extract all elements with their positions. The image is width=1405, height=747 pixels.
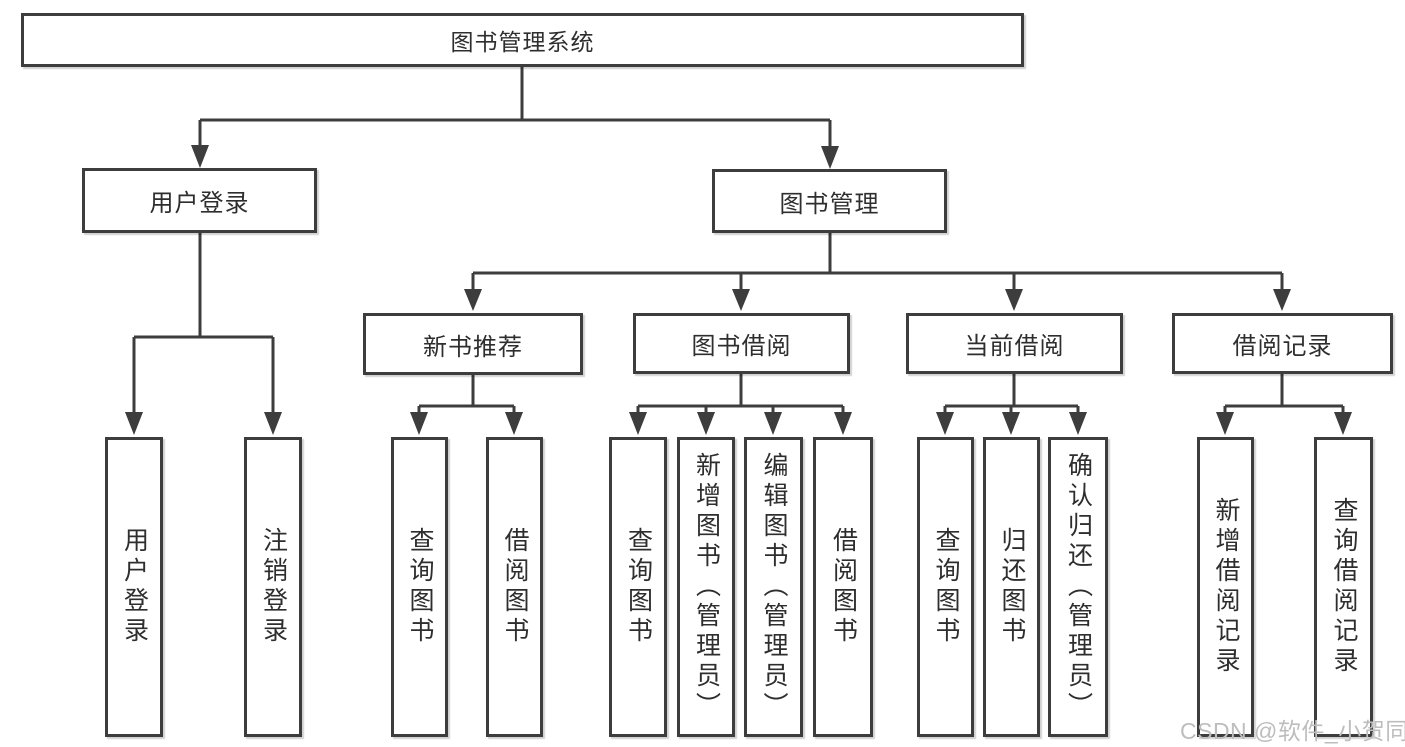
leaf-query-books-borrow: 查询图书 <box>609 437 667 737</box>
leaf-borrow-books-borrow: 借阅图书 <box>813 437 873 737</box>
node-user-login-label: 用户登录 <box>149 190 250 217</box>
leaf-return-book: 归还图书 <box>983 437 1040 737</box>
connector-borrow-records-branch <box>1216 374 1352 435</box>
node-current-borrow: 当前借阅 <box>906 313 1123 374</box>
node-book-management: 图书管理 <box>712 169 947 233</box>
node-book-borrow: 图书借阅 <box>633 313 850 374</box>
leaf-query-borrow-record: 查询借阅记录 <box>1314 437 1373 737</box>
node-current-borrow-label: 当前借阅 <box>964 333 1065 360</box>
node-root-label: 图书管理系统 <box>450 29 595 55</box>
node-borrow-records: 借阅记录 <box>1172 313 1393 374</box>
node-book-borrow-label: 图书借阅 <box>691 333 792 360</box>
node-user-login: 用户登录 <box>82 168 317 233</box>
connector-new-book-recommend-branch <box>410 375 523 435</box>
leaf-query-books-current: 查询图书 <box>917 437 974 737</box>
leaf-confirm-return-admin: 确认归还（管理员） <box>1048 437 1108 737</box>
connector-current-borrow-branch <box>936 374 1087 435</box>
leaf-query-books-recommend: 查询图书 <box>391 437 448 737</box>
node-book-management-label: 图书管理 <box>779 190 880 218</box>
node-borrow-records-label: 借阅记录 <box>1232 333 1333 360</box>
leaf-user-login: 用户登录 <box>105 437 163 737</box>
connector-book-management-branch <box>464 233 1291 311</box>
leaf-logout: 注销登录 <box>244 437 302 737</box>
connector-user-login-branch <box>125 233 282 435</box>
node-new-book-recommend-label: 新书推荐 <box>423 333 523 361</box>
connector-book-borrow-branch <box>629 374 852 435</box>
leaf-add-book-admin: 新增图书（管理员） <box>677 437 735 737</box>
node-new-book-recommend: 新书推荐 <box>363 313 583 375</box>
node-root: 图书管理系统 <box>21 13 1024 67</box>
watermark: CSDN @软件_小贺同学 <box>1180 718 1405 744</box>
leaf-edit-book-admin: 编辑图书（管理员） <box>744 437 803 737</box>
leaf-add-borrow-record: 新增借阅记录 <box>1197 437 1254 737</box>
leaf-borrow-books-recommend: 借阅图书 <box>486 437 543 737</box>
connector-root-to-level2 <box>191 67 839 169</box>
